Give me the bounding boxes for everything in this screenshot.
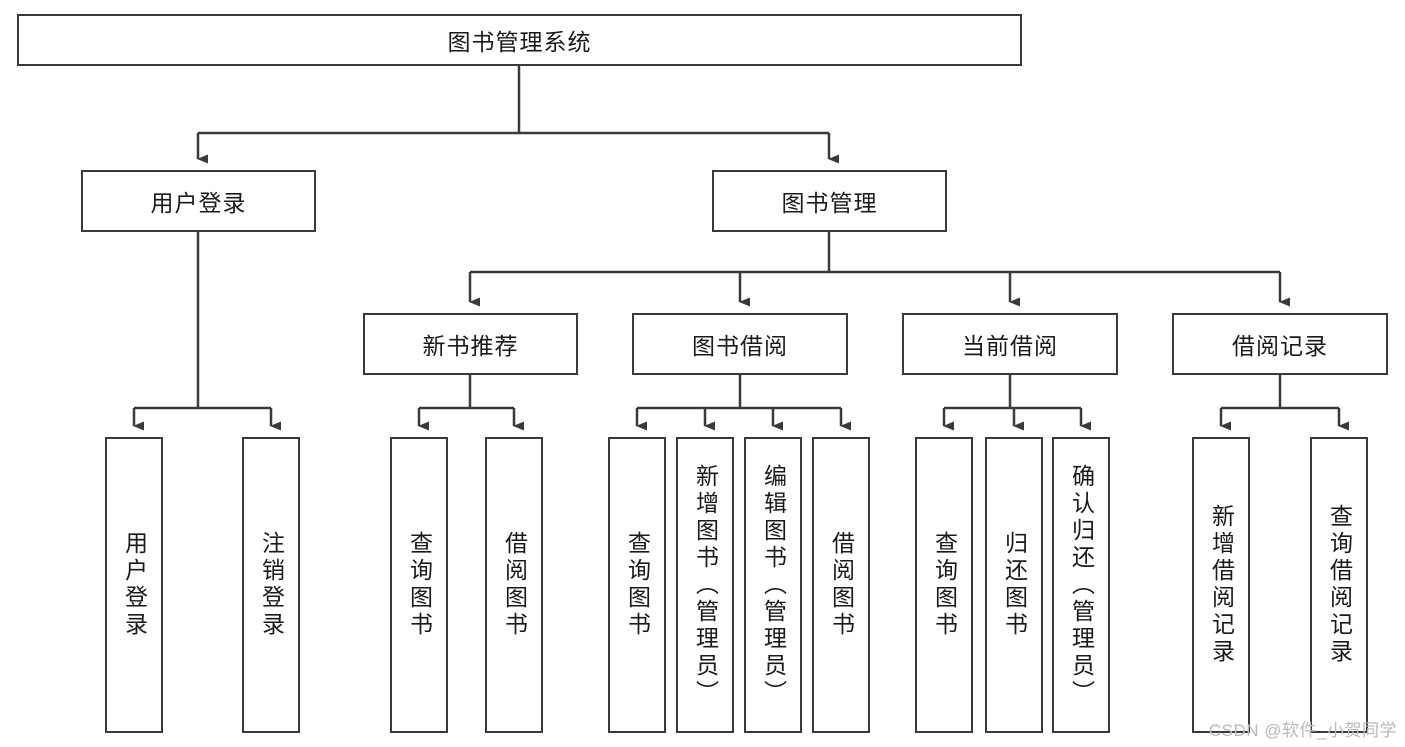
leaf-node-3: 查询图书 [390,437,448,733]
leaf-node-label: 归还图书 [1001,531,1028,639]
leaf-node-7: 编辑图书（管理员） [744,437,802,733]
leaf-node-13: 查询借阅记录 [1310,437,1368,733]
level2-node-2: 图书管理 [712,170,947,232]
edge-layer [132,66,1349,431]
leaf-node-label: 确认归还（管理员） [1068,463,1095,707]
leaf-node-11: 确认归还（管理员） [1052,437,1110,733]
leaf-node-1: 用户登录 [105,437,163,733]
level3-node-2: 图书借阅 [632,313,848,375]
level3-node-label: 图书借阅 [692,333,788,359]
leaf-node-10: 归还图书 [985,437,1043,733]
level3-node-1: 新书推荐 [363,313,578,375]
leaf-node-6: 新增图书（管理员） [676,437,734,733]
leaf-node-label: 新增图书（管理员） [692,463,719,707]
level3-node-label: 当前借阅 [962,333,1058,359]
leaf-node-label: 注销登录 [258,531,285,639]
leaf-node-5: 查询图书 [608,437,666,733]
leaf-node-label: 用户登录 [121,531,148,639]
level3-node-label: 借阅记录 [1232,333,1328,359]
root-node-label: 图书管理系统 [447,29,592,55]
leaf-node-4: 借阅图书 [485,437,543,733]
level2-node-label: 用户登录 [150,190,247,216]
leaf-node-label: 借阅图书 [828,531,855,639]
leaf-node-label: 编辑图书（管理员） [760,463,787,707]
level3-node-label: 新书推荐 [422,333,519,359]
leaf-node-label: 查询图书 [624,531,651,639]
leaf-node-8: 借阅图书 [812,437,870,733]
leaf-node-12: 新增借阅记录 [1192,437,1250,733]
leaf-node-label: 查询图书 [931,531,958,639]
level3-node-3: 当前借阅 [902,313,1118,375]
level3-node-4: 借阅记录 [1172,313,1388,375]
level2-node-label: 图书管理 [781,190,878,216]
leaf-node-label: 查询图书 [406,531,433,639]
root-node-1: 图书管理系统 [17,14,1022,66]
leaf-node-9: 查询图书 [915,437,973,733]
leaf-node-2: 注销登录 [242,437,300,733]
leaf-node-label: 新增借阅记录 [1208,504,1235,666]
level2-node-1: 用户登录 [81,170,316,232]
leaf-node-label: 查询借阅记录 [1326,504,1353,666]
leaf-node-label: 借阅图书 [501,531,528,639]
